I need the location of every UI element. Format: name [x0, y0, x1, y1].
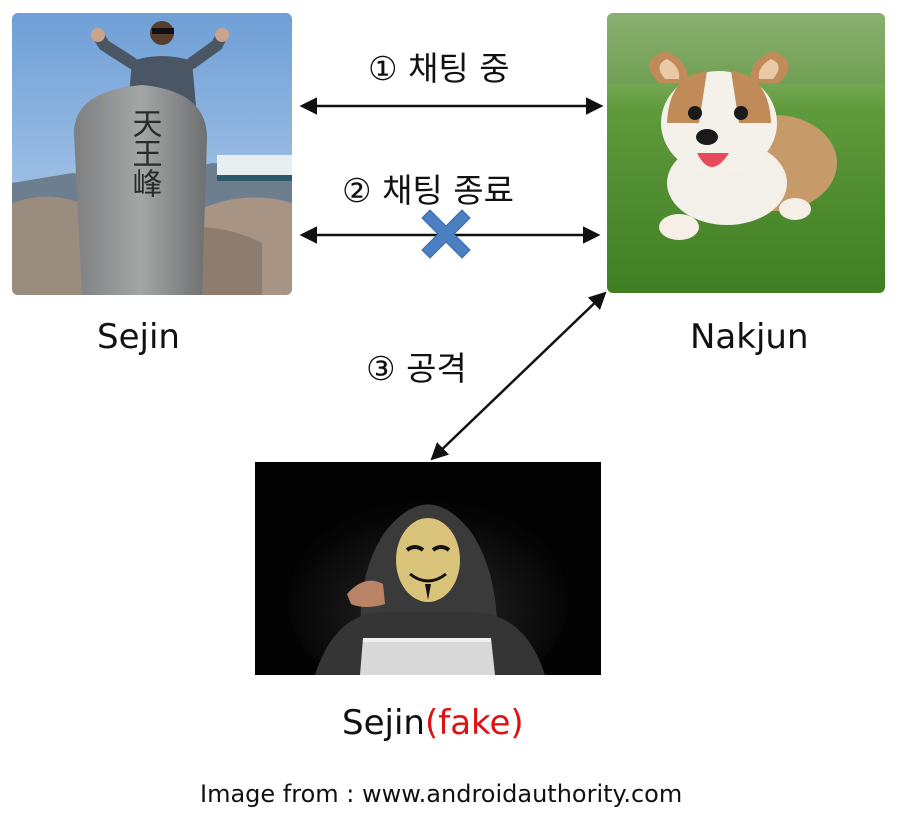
stone-inscription: 天王峰	[127, 108, 162, 198]
nakjun-photo	[607, 13, 885, 293]
image-credit: Image from : www.androidauthority.com	[200, 780, 683, 808]
fake-marker: (fake)	[424, 703, 524, 743]
step-chat-ended-label: ② 채팅 종료	[342, 171, 515, 210]
sejin-label: Sejin	[97, 317, 180, 357]
hacker-photo	[255, 462, 601, 675]
step-attack-label: ③ 공격	[366, 349, 467, 388]
x-cross-icon	[421, 209, 471, 259]
fake-sejin-name: Sejin	[342, 703, 425, 743]
fake-sejin-label: Sejin(fake)	[342, 706, 524, 740]
nakjun-label: Nakjun	[690, 317, 809, 357]
sejin-photo: 天王峰	[12, 13, 292, 295]
arrow-attack	[430, 291, 607, 461]
step-chatting-label: ① 채팅 중	[368, 49, 510, 88]
